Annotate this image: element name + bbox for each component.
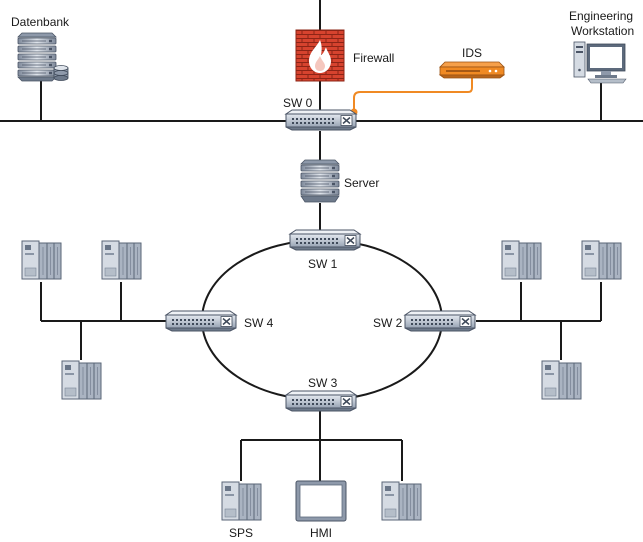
sw1-label: SW 1 xyxy=(308,257,338,271)
hmi-panel-icon xyxy=(295,480,347,522)
switch-icon xyxy=(289,229,361,251)
hmi-label: HMI xyxy=(310,526,332,540)
switch-icon xyxy=(404,310,476,332)
plc-icon xyxy=(541,360,582,400)
engineering-workstation-label-line1: Engineering xyxy=(569,9,633,23)
ids-label: IDS xyxy=(462,46,482,60)
server-icon xyxy=(300,159,340,203)
plc-icon xyxy=(221,481,262,521)
firewall-icon xyxy=(295,29,345,82)
plc-icon xyxy=(101,240,142,280)
switch-icon xyxy=(285,390,357,412)
link-ids-sw0 xyxy=(353,77,473,112)
engineering-workstation-label-line2: Workstation xyxy=(571,24,634,38)
plc-icon xyxy=(21,240,62,280)
plc-icon xyxy=(61,360,102,400)
sw0-label: SW 0 xyxy=(283,96,313,110)
datenbank-label: Datenbank xyxy=(11,15,70,29)
ids-appliance-icon xyxy=(438,61,506,79)
switch-icon xyxy=(165,310,237,332)
plc-icon xyxy=(501,240,542,280)
sw3-label: SW 3 xyxy=(308,376,338,390)
sw2-label: SW 2 xyxy=(373,316,403,330)
database-server-icon xyxy=(17,32,69,82)
plc-icon xyxy=(581,240,622,280)
workstation-icon xyxy=(573,41,627,84)
switch-icon xyxy=(285,109,357,131)
plc-icon xyxy=(381,481,422,521)
sps-label: SPS xyxy=(229,526,253,540)
firewall-label: Firewall xyxy=(353,51,394,65)
server-label: Server xyxy=(344,176,379,190)
sw4-label: SW 4 xyxy=(244,316,274,330)
